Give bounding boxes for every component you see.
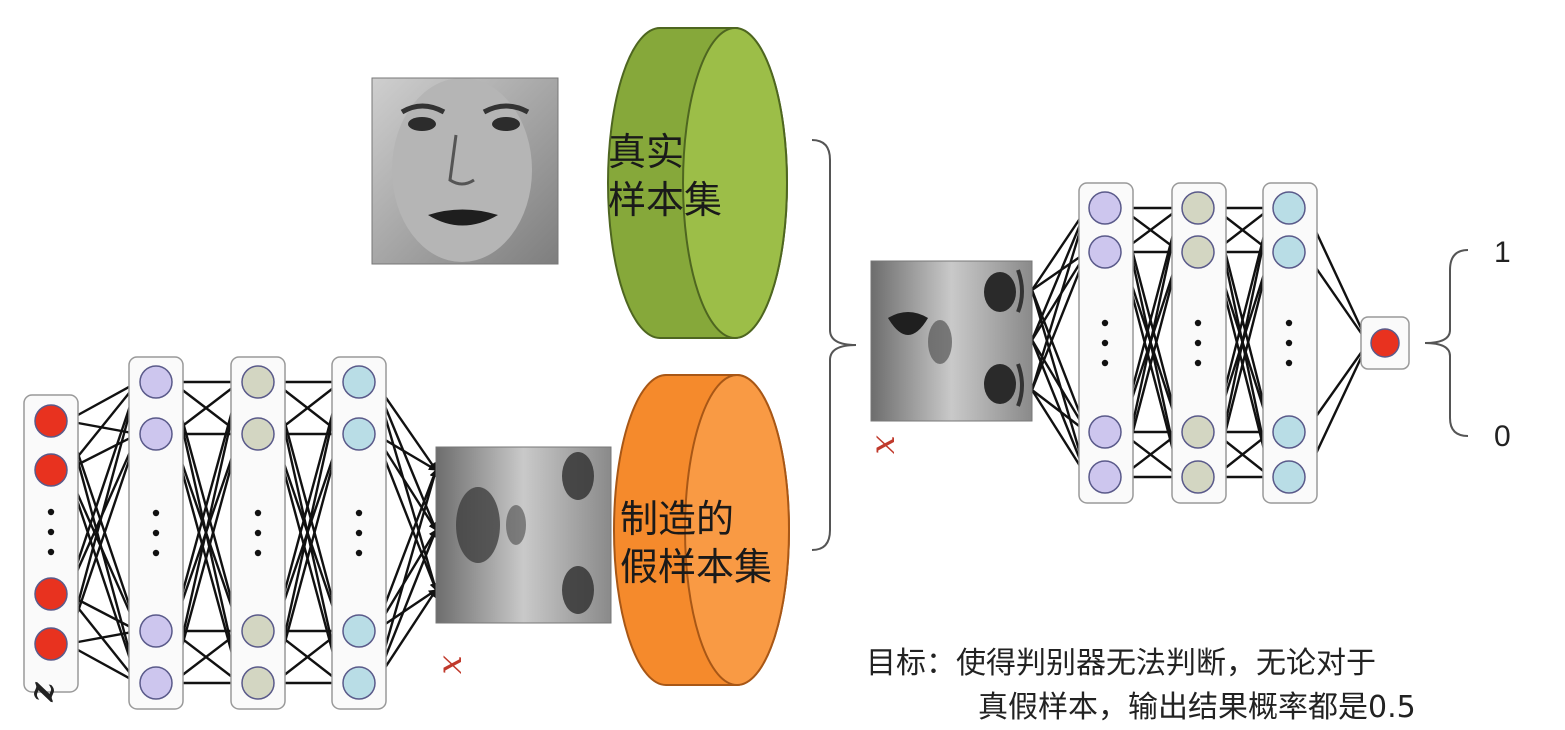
discriminator-hidden2-ellipsis-dot	[1194, 339, 1202, 347]
fake-sample-cylinder	[613, 374, 790, 686]
generator-hidden2-ellipsis-dot	[254, 529, 262, 537]
noise-node	[34, 404, 68, 438]
generator-hidden2-ellipsis-dot	[254, 549, 262, 557]
discriminator-hidden1-ellipsis-dot	[1101, 319, 1109, 327]
fake-set-label: 制造的 假样本集	[620, 495, 772, 591]
discriminator-hidden2-node	[1181, 191, 1215, 225]
generator-edge	[65, 469, 140, 632]
generator-edge	[66, 432, 139, 472]
generator-hidden3-ellipsis-dot	[355, 509, 363, 517]
generator-hidden1-node	[139, 666, 173, 700]
generator-edge	[65, 469, 140, 684]
generator-edge	[66, 380, 139, 423]
real-set-label-line2: 样本集	[608, 178, 723, 222]
fake-set-label-line1: 制造的	[620, 497, 735, 541]
discriminator-input-edge	[1030, 207, 1089, 341]
generator-hidden3-node	[342, 365, 376, 399]
generator-hidden3-ellipsis-dot	[355, 549, 363, 557]
output-brace	[1424, 249, 1469, 437]
real-set-label: 真实 样本集	[608, 128, 722, 224]
goal-text-line2: 真假样本，输出结果概率都是0.5	[978, 690, 1416, 725]
discriminator-hidden2-node	[1181, 460, 1215, 494]
discriminator-input-variable-label: x	[867, 435, 908, 455]
generator-hidden2-ellipsis-dot	[254, 509, 262, 517]
real-face-image	[371, 77, 559, 265]
generator-hidden1-node	[139, 417, 173, 451]
generator-edges	[65, 378, 438, 687]
generator-edge	[66, 381, 139, 471]
output-value-fake: 0	[1494, 420, 1511, 453]
generator-hidden3-node	[342, 614, 376, 648]
generator-hidden2-node	[241, 417, 275, 451]
discriminator-hidden1-ellipsis-dot	[1101, 339, 1109, 347]
generator-hidden2-node	[241, 614, 275, 648]
generator-edge	[66, 642, 139, 685]
noise-ellipsis-dot	[47, 548, 55, 556]
generator-hidden1-node	[139, 365, 173, 399]
noise-ellipsis-dot	[47, 508, 55, 516]
noise-variable-label: z	[26, 682, 67, 702]
discriminator-hidden3-ellipsis-dot	[1285, 319, 1293, 327]
generator-edge	[66, 628, 139, 646]
generator-hidden1-node	[139, 614, 173, 648]
discriminator-hidden1-node	[1088, 191, 1122, 225]
samples-brace	[811, 139, 857, 551]
generator-hidden2-node	[241, 365, 275, 399]
discriminator-input-face-image	[870, 260, 1033, 422]
discriminator-hidden3-ellipsis-dot	[1285, 339, 1293, 347]
discriminator-input-edge	[1030, 207, 1089, 391]
generator-hidden3-node	[342, 666, 376, 700]
discriminator-hidden3-node	[1272, 191, 1306, 225]
discriminator-hidden1-node	[1088, 235, 1122, 269]
noise-node	[34, 577, 68, 611]
output-value-real: 1	[1494, 236, 1511, 269]
generated-face-image	[435, 446, 612, 624]
generator-hidden3-node	[342, 417, 376, 451]
real-set-label-line1: 真实	[608, 130, 685, 174]
discriminator-hidden1-node	[1088, 460, 1122, 494]
discriminator-output-node	[1370, 328, 1400, 358]
goal-text-line1: 目标：使得判别器无法判断，无论对于	[866, 646, 1376, 681]
real-sample-cylinder	[607, 27, 788, 339]
discriminator-hidden3-node	[1272, 235, 1306, 269]
discriminator-input-edge	[1030, 251, 1089, 391]
generated-sample-variable-label: x	[434, 655, 475, 675]
discriminator-input-edge	[1030, 289, 1089, 478]
generator-hidden1-ellipsis-dot	[152, 509, 160, 517]
generator-edge	[65, 433, 140, 645]
discriminator-input-edge	[1031, 207, 1088, 291]
discriminator-hidden2-node	[1181, 415, 1215, 449]
generator-edge	[65, 381, 141, 645]
generator-hidden2-node	[241, 666, 275, 700]
discriminator-hidden3-node	[1272, 415, 1306, 449]
noise-ellipsis-dot	[47, 528, 55, 536]
generator-hidden1-ellipsis-dot	[152, 529, 160, 537]
fake-set-label-line2: 假样本集	[620, 545, 773, 589]
generator-hidden1-ellipsis-dot	[152, 549, 160, 557]
generator-hidden3-ellipsis-dot	[355, 529, 363, 537]
discriminator-hidden1-node	[1088, 415, 1122, 449]
discriminator-hidden2-ellipsis-dot	[1194, 359, 1202, 367]
discriminator-hidden3-node	[1272, 460, 1306, 494]
generator-edge	[65, 381, 140, 595]
discriminator-input-edge	[1030, 289, 1089, 433]
discriminator-input-edge	[1030, 389, 1089, 478]
discriminator-input-edge	[1030, 339, 1089, 433]
discriminator-input-edge	[1031, 389, 1088, 433]
discriminator-hidden2-ellipsis-dot	[1194, 319, 1202, 327]
noise-node	[34, 627, 68, 661]
discriminator-hidden3-ellipsis-dot	[1285, 359, 1293, 367]
network-nodes	[34, 191, 1400, 700]
discriminator-hidden1-ellipsis-dot	[1101, 359, 1109, 367]
noise-node	[34, 453, 68, 487]
discriminator-hidden2-node	[1181, 235, 1215, 269]
